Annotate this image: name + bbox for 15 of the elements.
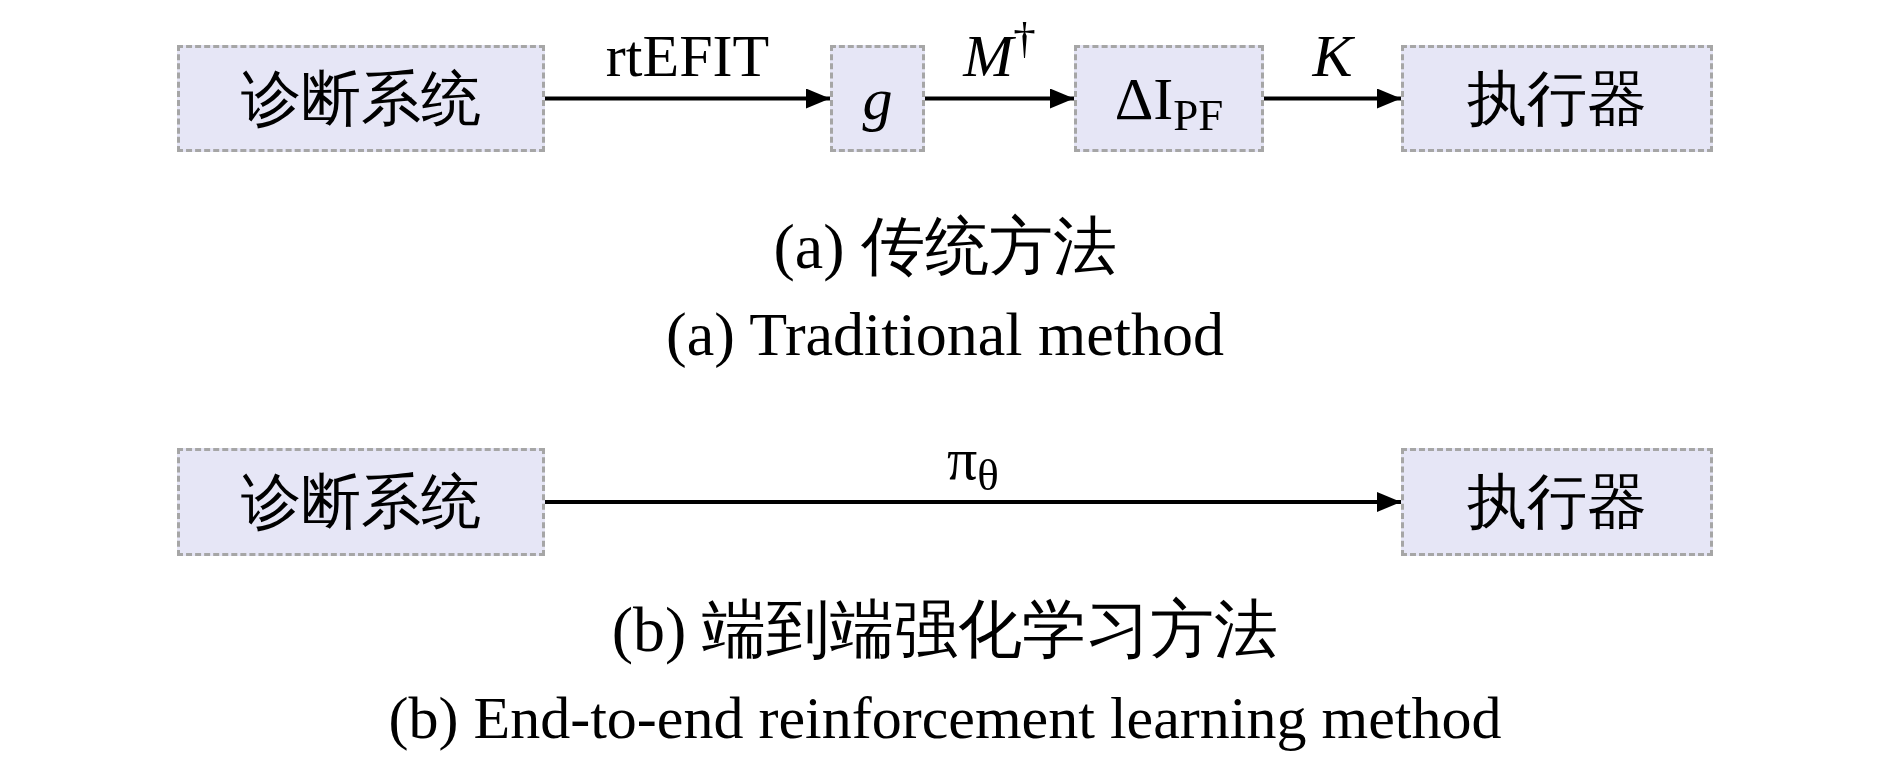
arrow bbox=[1264, 88, 1401, 109]
box-label: 诊断系统 bbox=[241, 472, 481, 532]
process-box bbox=[177, 45, 545, 152]
process-box bbox=[1401, 448, 1713, 556]
box-label: 诊断系统 bbox=[241, 68, 481, 129]
box-label: 执行器 bbox=[1467, 68, 1647, 129]
process-box bbox=[830, 45, 925, 152]
process-box bbox=[177, 448, 545, 556]
arrow bbox=[545, 88, 830, 109]
box-label: ΔI$_{PF}$ bbox=[1114, 68, 1224, 129]
process-box bbox=[1401, 45, 1713, 152]
arrow bbox=[545, 492, 1401, 512]
process-box bbox=[1074, 45, 1264, 152]
arrow bbox=[925, 88, 1074, 109]
box-label: 执行器 bbox=[1467, 472, 1647, 532]
